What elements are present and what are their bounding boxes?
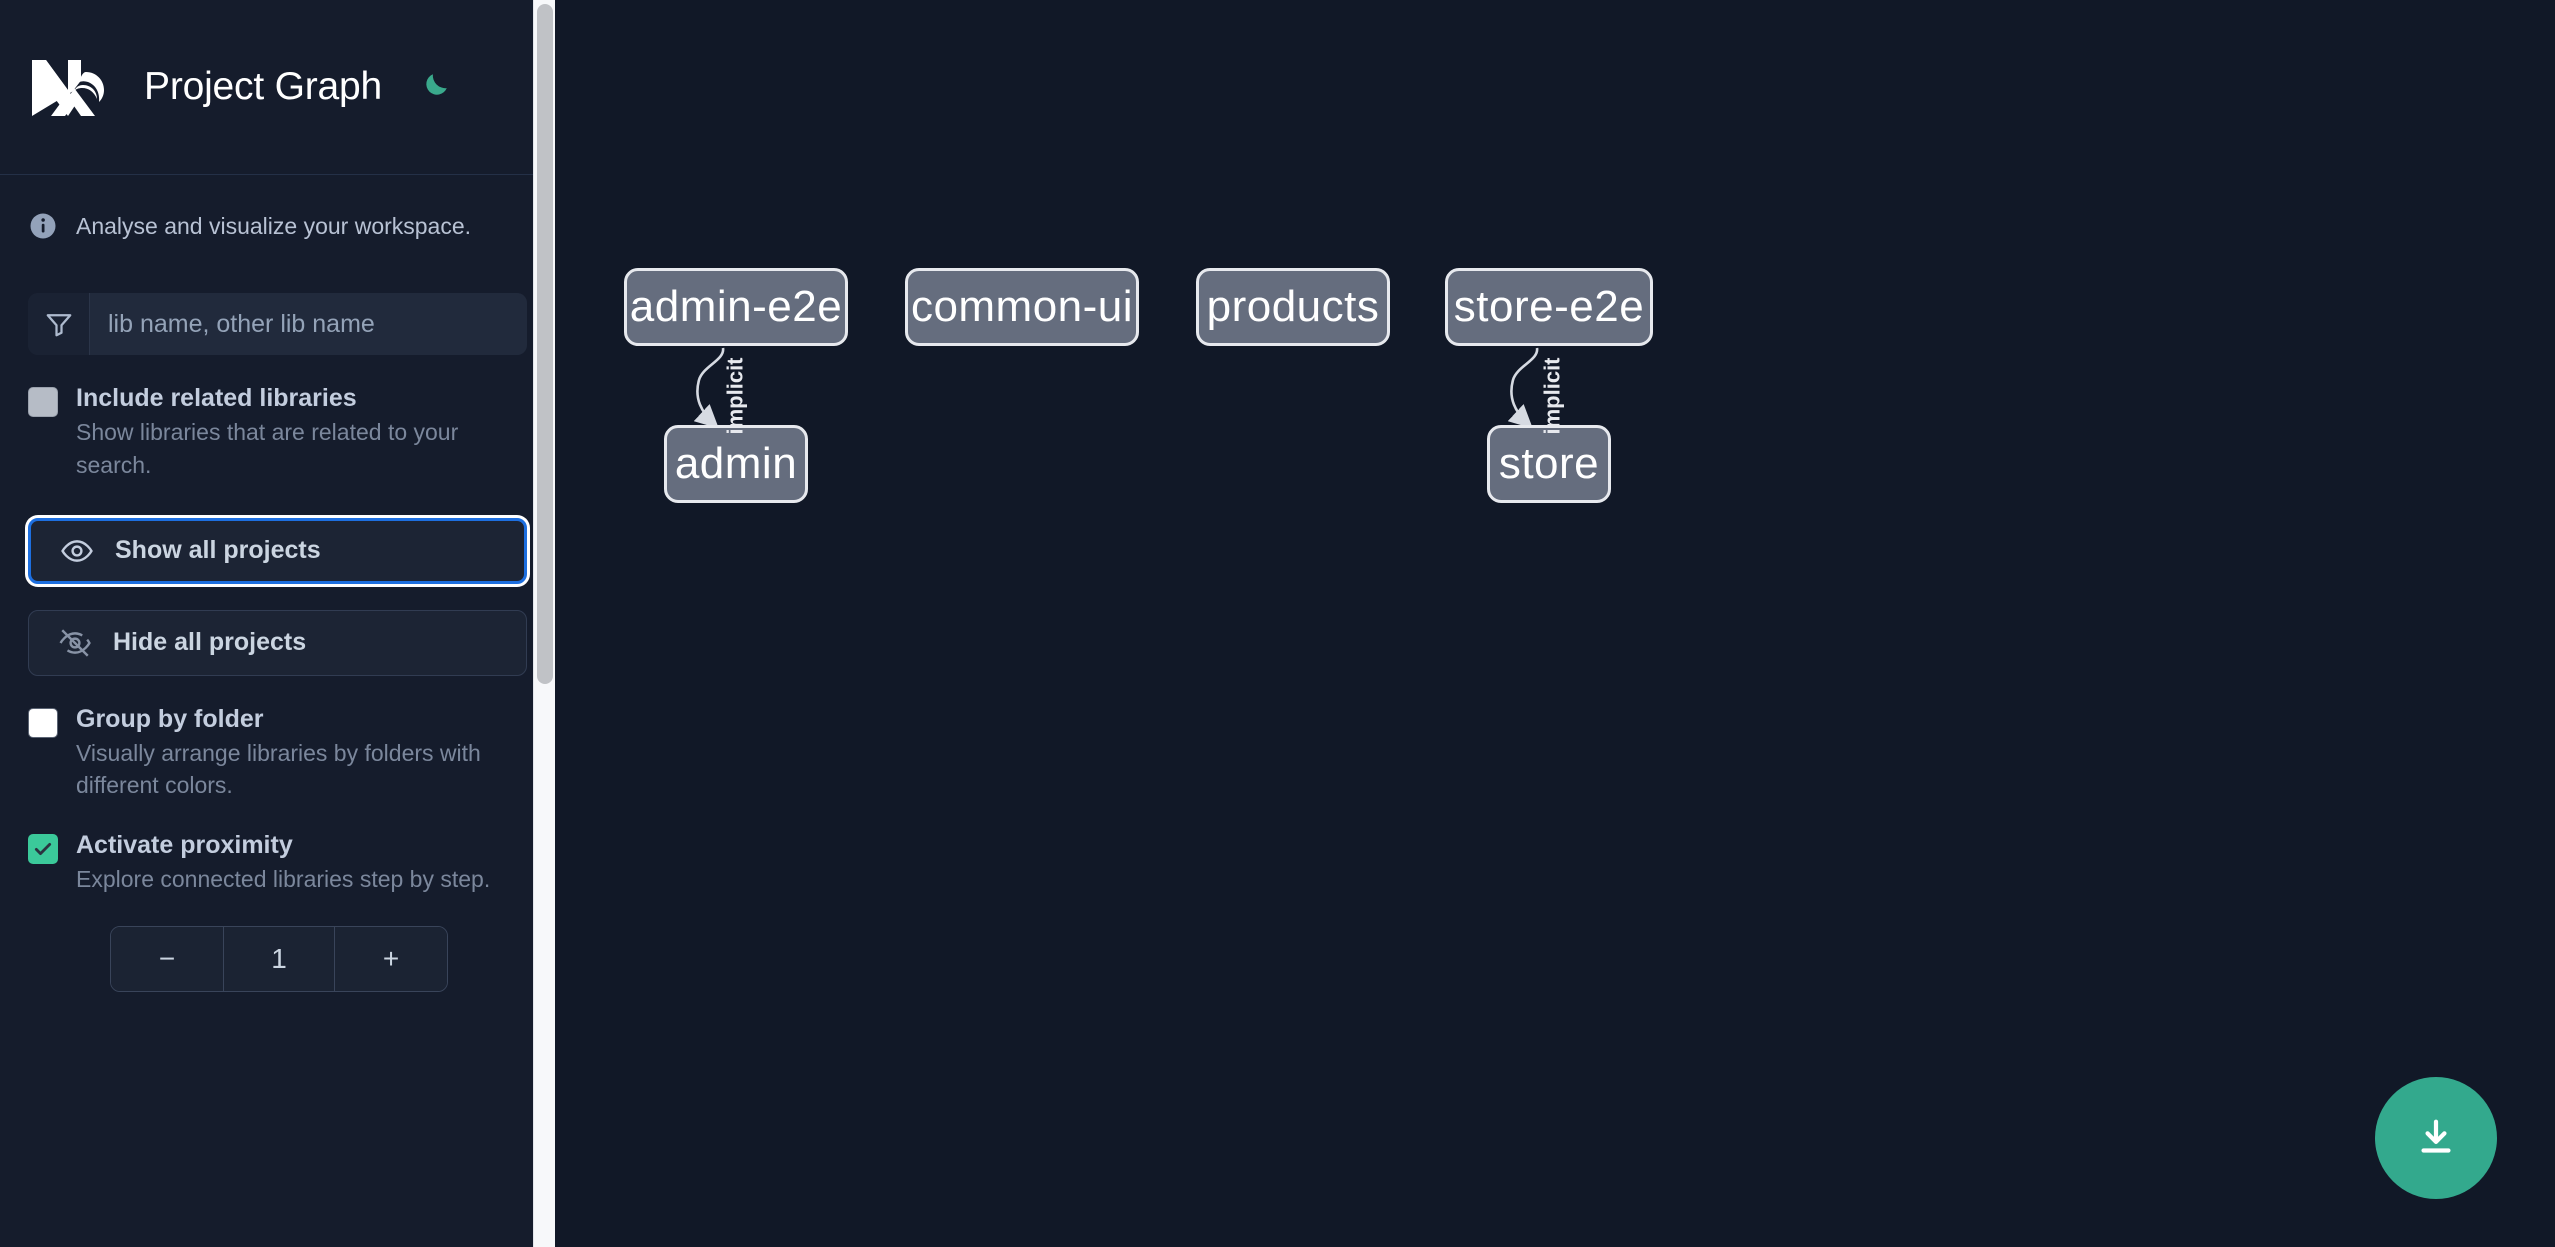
graph-node-admin[interactable]: admin — [664, 425, 808, 503]
graph-node-label: products — [1206, 282, 1380, 331]
graph-node-store-e2e[interactable]: store-e2e — [1445, 268, 1653, 346]
graph-node-label: admin — [674, 439, 798, 488]
graph-node-common-ui[interactable]: common-ui — [905, 268, 1139, 346]
proximity-stepper: − 1 + — [110, 926, 448, 993]
edge-label-admin-e2e-to-admin: implicit — [722, 357, 748, 435]
graph-node-products[interactable]: products — [1196, 268, 1390, 346]
edge-store-e2e-to-store — [1507, 347, 1539, 429]
eye-icon — [59, 533, 95, 569]
edge-label-store-e2e-to-store: implicit — [1539, 357, 1565, 435]
edge-admin-e2e-to-admin — [693, 347, 725, 429]
tagline-text: Analyse and visualize your workspace. — [76, 212, 472, 239]
graph-node-label: store-e2e — [1453, 282, 1645, 331]
info-icon — [28, 211, 58, 241]
proximity-increment-button[interactable]: + — [335, 927, 447, 992]
filter-icon — [28, 293, 90, 355]
hide-all-projects-label: Hide all projects — [113, 628, 307, 657]
graph-canvas[interactable]: admin-e2e common-ui products store-e2e admin… — [555, 0, 2555, 1247]
sidebar-body: Analyse and visualize your workspace. In… — [0, 175, 555, 993]
show-all-projects-button[interactable]: Show all projects — [28, 517, 527, 584]
download-graph-button[interactable] — [2375, 1077, 2497, 1199]
option-description: Explore connected libraries step by step… — [76, 866, 491, 893]
graph-node-label: admin-e2e — [629, 282, 843, 331]
search-input[interactable] — [90, 293, 527, 355]
option-title: Activate proximity — [76, 831, 293, 860]
sidebar-scrollbar[interactable] — [533, 0, 555, 1247]
eye-off-icon — [57, 625, 93, 661]
proximity-value: 1 — [223, 927, 335, 992]
graph-edges — [693, 347, 1539, 429]
filter-bar — [28, 293, 527, 355]
moon-icon[interactable] — [412, 65, 456, 109]
option-activate-proximity[interactable]: Activate proximity Explore connected lib… — [28, 830, 527, 896]
graph-node-store[interactable]: store — [1487, 425, 1611, 503]
group-by-folder-checkbox[interactable] — [28, 707, 58, 738]
sidebar: Project Graph Analyse and visualize your… — [0, 0, 555, 1247]
include-related-libraries-checkbox[interactable] — [28, 387, 58, 417]
graph-node-admin-e2e[interactable]: admin-e2e — [624, 268, 848, 346]
option-description: Show libraries that are related to your … — [76, 419, 459, 478]
option-title: Group by folder — [76, 704, 264, 733]
nx-logo-icon — [28, 54, 124, 120]
sidebar-header: Project Graph — [0, 0, 555, 175]
show-all-projects-label: Show all projects — [115, 536, 321, 565]
option-description: Visually arrange libraries by folders wi… — [76, 739, 481, 799]
option-group-by-folder[interactable]: Group by folder Visually arrange librari… — [28, 704, 527, 803]
app-title: Project Graph — [144, 65, 383, 108]
activate-proximity-checkbox[interactable] — [28, 834, 58, 865]
option-include-related-libraries[interactable]: Include related libraries Show libraries… — [28, 383, 527, 482]
sidebar-scrollbar-thumb[interactable] — [537, 4, 553, 684]
hide-all-projects-button[interactable]: Hide all projects — [28, 609, 527, 676]
graph-node-label: store — [1498, 439, 1600, 488]
option-title: Include related libraries — [76, 384, 357, 412]
proximity-decrement-button[interactable]: − — [111, 927, 223, 992]
graph-node-label: common-ui — [910, 282, 1134, 331]
tagline: Analyse and visualize your workspace. — [28, 175, 527, 277]
